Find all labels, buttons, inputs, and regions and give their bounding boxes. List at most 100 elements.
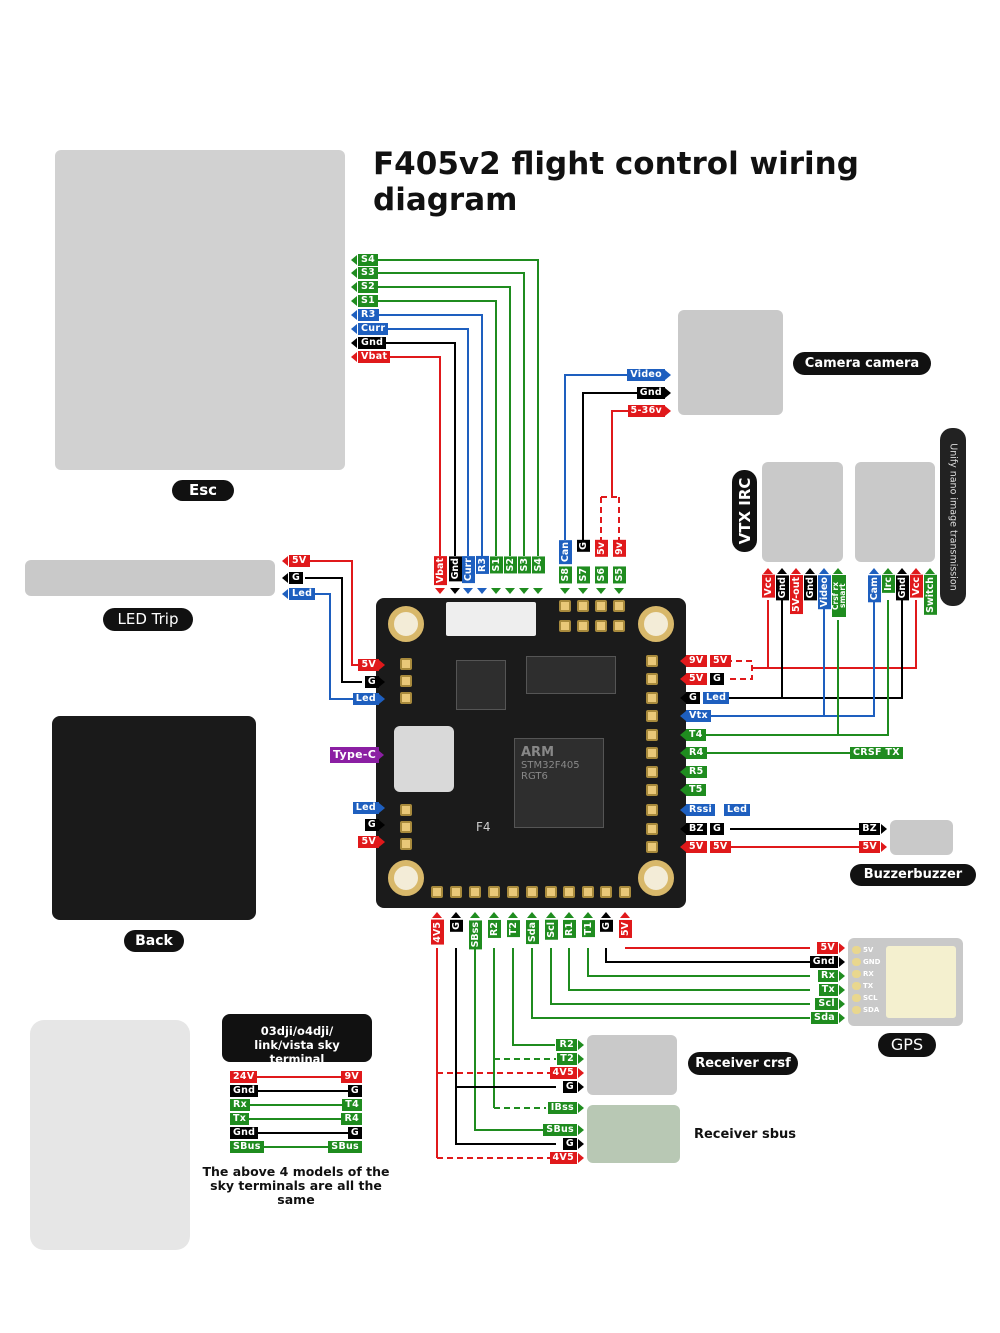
- back-caption: Back: [124, 930, 184, 952]
- sky-pin-right: G: [347, 1127, 362, 1139]
- pin-label-5v: 5V: [859, 841, 880, 853]
- arrow-down-icon: [463, 588, 473, 594]
- mcu-label: STM32F405 RGT6: [521, 760, 580, 782]
- solder-pad: [400, 804, 412, 816]
- page-title: F405v2 flight control wiring diagram: [373, 146, 859, 218]
- arrow-left-icon: [680, 842, 686, 852]
- solder-pad: [646, 747, 658, 759]
- nano-vtx-image: [855, 462, 935, 562]
- arrow-right-icon: [379, 820, 385, 830]
- arrow-down-icon: [596, 588, 606, 594]
- arrow-left-icon: [680, 748, 686, 758]
- solder-pad: [582, 886, 594, 898]
- vtx-irc-caption: VTX IRC: [732, 470, 757, 552]
- arrow-right-icon: [578, 1068, 584, 1078]
- arrow-up-icon: [489, 912, 499, 918]
- solder-pad: [526, 886, 538, 898]
- unify-text: Unify nano image transmission: [947, 443, 959, 591]
- wire: [587, 948, 810, 977]
- solder-pad: [646, 655, 658, 667]
- mcu-brand: ARM: [521, 745, 555, 760]
- wire: [512, 948, 555, 1046]
- pin-label-5-36v: 5-36v: [627, 405, 665, 417]
- arrow-down-icon: [614, 588, 624, 594]
- arrow-up-icon: [601, 912, 611, 918]
- arrow-right-icon: [839, 1013, 845, 1023]
- pin-label-gnd: Gnd: [775, 575, 789, 601]
- arrow-down-icon: [450, 588, 460, 594]
- arrow-down-icon: [435, 588, 445, 594]
- pin-label-g: G: [449, 920, 463, 932]
- solder-pad: [545, 886, 557, 898]
- pin-label-r3: R3: [358, 309, 379, 321]
- pin-label-t2: T2: [506, 920, 520, 938]
- sky-pin-right: SBus: [328, 1141, 362, 1153]
- pin-label-g: G: [364, 676, 379, 688]
- sky-terminal-note: The above 4 models of the sky terminals …: [202, 1164, 390, 1207]
- pin-label-crsf-rx-smart-audio: Crsf rx smart audio: [831, 575, 854, 617]
- arrow-left-icon: [351, 352, 357, 362]
- pin-label-t5: T5: [686, 784, 706, 796]
- pin-label-scl: Scl: [815, 998, 838, 1010]
- pin-label-ibss: IBss: [547, 1102, 577, 1114]
- arrow-down-icon: [533, 588, 543, 594]
- vtx-irc-image: [762, 462, 843, 562]
- pin-label-led: Led: [289, 588, 316, 600]
- wire: [611, 410, 630, 497]
- pin-label-s5: S5: [612, 566, 626, 584]
- pin-label-s3: S3: [358, 267, 379, 279]
- pin-label-r1: R1: [562, 920, 576, 938]
- pin-label-r5: R5: [686, 766, 707, 778]
- arrow-left-icon: [680, 711, 686, 721]
- wire: [372, 259, 539, 556]
- pin-label-led: Led: [352, 802, 379, 814]
- solder-pad: [400, 692, 412, 704]
- gps-pin: GND: [852, 956, 880, 968]
- camera-image: [678, 310, 783, 415]
- esc-caption: Esc: [172, 480, 234, 501]
- arrow-left-icon: [282, 556, 288, 566]
- pin-label-led: Led: [724, 804, 751, 816]
- arrow-right-icon: [839, 999, 845, 1009]
- arrow-right-icon: [578, 1139, 584, 1149]
- arrow-right-icon: [379, 803, 385, 813]
- arrow-right-icon: [839, 943, 845, 953]
- fc-back-image: [52, 716, 256, 920]
- arrow-right-icon: [379, 677, 385, 687]
- pin-label-video: Video: [817, 575, 831, 610]
- wire: [474, 948, 546, 1131]
- pin-label-g: G: [562, 1138, 577, 1150]
- sky-pin-left: Rx: [230, 1099, 251, 1111]
- pin-label-vcc: Vcc: [909, 575, 923, 598]
- buzzer-image: [890, 820, 953, 855]
- pin-label-s4: S4: [531, 556, 545, 574]
- buzzer-caption: Buzzerbuzzer: [850, 864, 976, 886]
- pin-label-switch: Switch: [923, 575, 937, 615]
- arrow-right-icon: [578, 1103, 584, 1113]
- solder-pad: [559, 600, 571, 612]
- arrow-up-icon: [819, 568, 829, 574]
- receiver-sbus-caption: Receiver sbus: [693, 1127, 797, 1142]
- solder-pad: [507, 886, 519, 898]
- pin-label-can: Can: [558, 540, 572, 565]
- arrow-right-icon: [665, 406, 671, 416]
- solder-pad: [400, 658, 412, 670]
- solder-pad: [646, 841, 658, 853]
- arrow-right-icon: [578, 1040, 584, 1050]
- gps-pin-label: 5V: [863, 946, 874, 954]
- sky-pin-left: SBus: [230, 1141, 264, 1153]
- pin-label-9v: 9v: [612, 540, 626, 557]
- wire: [305, 593, 362, 700]
- pin-label-9v: 9V: [686, 655, 707, 667]
- pin-label-t1: T1: [581, 920, 595, 938]
- pin-label-r2: R2: [487, 920, 501, 938]
- arrow-left-icon: [351, 338, 357, 348]
- arrow-down-icon: [491, 588, 501, 594]
- solder-pad: [646, 766, 658, 778]
- wire: [455, 948, 556, 1145]
- gps-pin-label: RX: [863, 970, 874, 978]
- wire: [372, 342, 456, 556]
- solder-pad: [646, 784, 658, 796]
- gps-pin-label: SDA: [863, 1006, 880, 1014]
- arrow-right-icon: [378, 750, 384, 760]
